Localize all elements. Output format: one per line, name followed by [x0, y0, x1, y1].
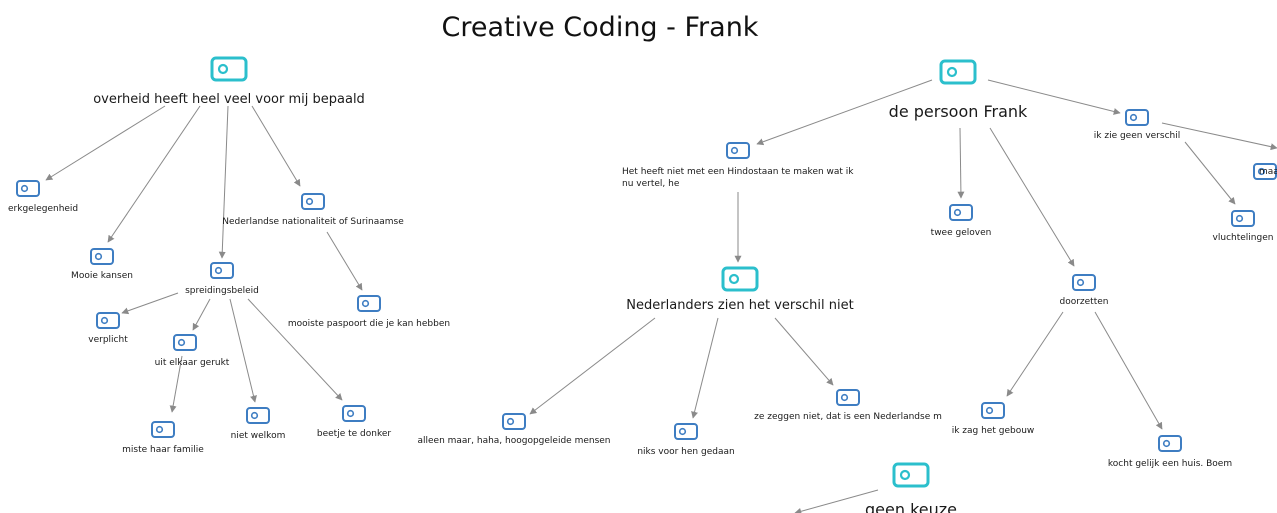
tag-icon-blue	[1125, 108, 1149, 126]
node-label: geen keuze	[865, 500, 957, 513]
edge-arrow	[1006, 311, 1064, 397]
node-label: overheid heeft heel veel voor mij bepaal…	[93, 92, 365, 107]
edge-arrow	[107, 105, 201, 243]
tag-icon-blue	[151, 420, 175, 438]
node-label: ze zeggen niet, dat is een Nederlandse m	[754, 412, 942, 422]
node-label: niet welkom	[230, 431, 286, 441]
node-label: de persoon Frank	[888, 102, 1028, 121]
tag-icon-blue	[210, 261, 234, 279]
edge-arrow	[45, 105, 166, 181]
node-label: Nederlanders zien het verschil niet	[626, 298, 854, 313]
edge-arrow	[1094, 311, 1163, 430]
page-title: Creative Coding - Frank	[441, 12, 759, 43]
edge-arrow	[989, 127, 1075, 267]
edge-arrow	[957, 127, 965, 199]
tag-icon-blue	[16, 179, 40, 197]
tag-icon-blue	[949, 203, 973, 221]
node-label: Nederlandse nationaliteit of Surinaamse	[222, 217, 404, 227]
node-label: niks voor hen gedaan	[637, 447, 735, 457]
tag-icon-blue	[502, 412, 526, 430]
node-label: twee geloven	[930, 228, 992, 238]
edge-arrow	[251, 105, 301, 187]
edge-arrow	[247, 298, 343, 401]
node-label: ik zie geen verschil	[1093, 131, 1181, 141]
edge-arrow	[774, 317, 834, 386]
node-label: doorzetten	[1059, 297, 1109, 307]
tag-icon-blue	[342, 404, 366, 422]
edge-arrow	[987, 79, 1121, 115]
edge-arrow	[529, 317, 656, 415]
edge-arrow	[691, 317, 719, 419]
node-label: kocht gelijk een huis. Boem	[1107, 459, 1233, 469]
tag-icon-blue	[301, 192, 325, 210]
edge-arrow	[121, 292, 179, 315]
edge-arrow	[192, 298, 211, 331]
node-label: miste haar familie	[122, 445, 204, 455]
node-label: erkgelegenheid	[8, 204, 79, 214]
node-label: spreidingsbeleid	[185, 286, 259, 296]
node-label: verplicht	[88, 335, 128, 345]
tag-icon-blue	[173, 333, 197, 351]
node-label: mooiste paspoort die je kan hebben	[287, 319, 451, 329]
tag-icon-blue	[357, 294, 381, 312]
tag-icon-teal	[939, 59, 977, 85]
edge-arrow	[756, 79, 933, 146]
edge-arrow	[1161, 122, 1277, 151]
tag-icon-blue	[1158, 434, 1182, 452]
edge-arrow	[326, 231, 363, 291]
tag-icon-blue	[90, 247, 114, 265]
tag-icon-blue	[96, 311, 120, 329]
edge-arrow	[229, 298, 257, 403]
node-label: vluchtelingen	[1212, 233, 1274, 243]
node-label: uit elkaar gerukt	[154, 358, 230, 368]
tag-icon-teal	[892, 462, 930, 488]
edge-arrow	[1184, 141, 1236, 205]
edge-arrow	[169, 355, 183, 413]
edge-arrow	[218, 105, 229, 259]
tag-icon-blue	[1231, 209, 1255, 227]
tag-icon-blue	[726, 141, 750, 159]
node-label: alleen maar, haha, hoogopgeleide mensen	[417, 436, 611, 446]
node-label: ik zag het gebouw	[951, 426, 1035, 436]
tag-icon-teal	[721, 266, 759, 292]
tag-icon-blue	[836, 388, 860, 406]
tag-icon-blue	[1253, 162, 1277, 180]
node-label: Mooie kansen	[71, 271, 133, 281]
node-label: Het heeft niet met een Hindostaan te mak…	[622, 167, 854, 189]
tag-icon-blue	[981, 401, 1005, 419]
node-label: beetje te donker	[316, 429, 392, 439]
node-label: maa	[1259, 167, 1277, 177]
tag-icon-blue	[1072, 273, 1096, 291]
tag-icon-blue	[246, 406, 270, 424]
tag-icon-teal	[210, 56, 248, 82]
edge-arrow	[794, 489, 879, 513]
tag-icon-blue	[674, 422, 698, 440]
